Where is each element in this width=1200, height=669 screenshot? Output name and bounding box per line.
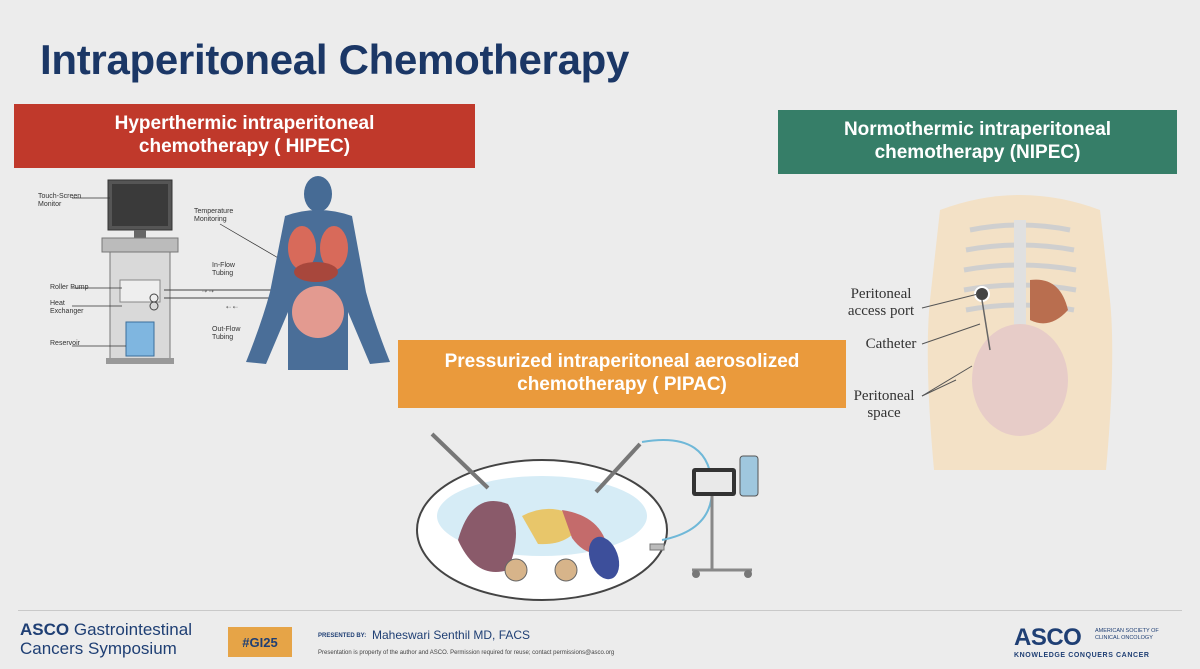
presenter-name: Maheswari Senthil MD, FACS: [372, 628, 531, 642]
asco-logo-subtitle: AMERICAN SOCIETY OF CLINICAL ONCOLOGY: [1095, 628, 1159, 641]
asco-tagline: KNOWLEDGE CONQUERS CANCER: [1014, 652, 1150, 659]
asco-gi-logo-gi: Gastrointestinal: [73, 620, 192, 639]
asco-gi-symposium-logo: ASCO Gastrointestinal Cancers Symposium: [20, 620, 192, 658]
outflow-label-1: Out-Flow: [212, 326, 241, 333]
peritoneal-access-port-label: Peritoneal access port: [840, 286, 922, 321]
slide-title: Intraperitoneal Chemotherapy: [40, 36, 630, 83]
asco-logo: ASCO: [1014, 624, 1082, 651]
roller-pump-label: Roller Pump: [50, 284, 89, 291]
footer-divider: [18, 610, 1182, 611]
temperature-label-1: Temperature: [194, 208, 234, 215]
presented-by-label: PRESENTED BY:: [318, 633, 367, 639]
peritoneal-space-label: Peritoneal space: [842, 388, 926, 423]
space-label-2: space: [867, 405, 901, 422]
svg-text:⇠ ⇠: ⇠ ⇠: [226, 305, 238, 311]
port-label-1: Peritoneal: [850, 286, 912, 302]
temperature-label-2: Monitoring: [194, 215, 227, 223]
touch-screen-label-2: Monitor: [38, 200, 62, 208]
inflow-label-2: Tubing: [212, 269, 234, 277]
nipec-banner: Normothermic intraperitoneal chemotherap…: [778, 110, 1177, 174]
pipac-banner-line1: Pressurized intraperitoneal aerosolized: [444, 351, 800, 373]
hipec-banner-line1: Hyperthermic intraperitoneal: [114, 113, 375, 135]
asco-gi-logo-line2: Cancers Symposium: [20, 639, 177, 658]
outflow-label: Out-Flow Tubing: [212, 326, 240, 341]
pipac-banner: Pressurized intraperitoneal aerosolized …: [398, 340, 846, 408]
disclaimer-text: Presentation is property of the author a…: [318, 650, 615, 656]
touch-screen-label-1: Touch-Screen: [38, 193, 82, 200]
port-label-2: access port: [847, 303, 915, 320]
heat-exchanger-label: Heat Exchanger: [50, 300, 83, 315]
reservoir-label: Reservoir: [50, 340, 80, 347]
hipec-illustration: ⇢ ⇢ ⇠ ⇠: [72, 176, 390, 370]
pipac-illustration: [416, 432, 759, 601]
space-label-1: Peritoneal: [853, 388, 915, 404]
hipec-banner-line2: chemotherapy ( HIPEC): [138, 136, 351, 157]
nipec-banner-line2: chemotherapy (NIPEC): [874, 142, 1081, 163]
catheter-label: Catheter: [865, 336, 917, 352]
heat-label-1: Heat: [50, 300, 65, 307]
outflow-label-2: Tubing: [212, 333, 234, 341]
asco-gi-logo-asco: ASCO: [20, 620, 70, 639]
inflow-label: In-Flow Tubing: [212, 262, 235, 277]
heat-label-2: Exchanger: [50, 307, 84, 315]
touch-screen-label: Touch-Screen Monitor: [38, 193, 81, 208]
temperature-label: Temperature Monitoring: [194, 208, 233, 223]
nipec-leader-lines: [921, 293, 981, 397]
inflow-label-1: In-Flow: [212, 262, 235, 269]
nipec-banner-line1: Normothermic intraperitoneal: [843, 119, 1112, 141]
svg-text:⇢ ⇢: ⇢ ⇢: [202, 289, 214, 295]
pipac-banner-line2: chemotherapy ( PIPAC): [517, 374, 727, 395]
hipec-banner: Hyperthermic intraperitoneal chemotherap…: [14, 104, 475, 168]
nipec-torso-illustration: [927, 195, 1113, 470]
hashtag-badge: #GI25: [228, 627, 292, 657]
